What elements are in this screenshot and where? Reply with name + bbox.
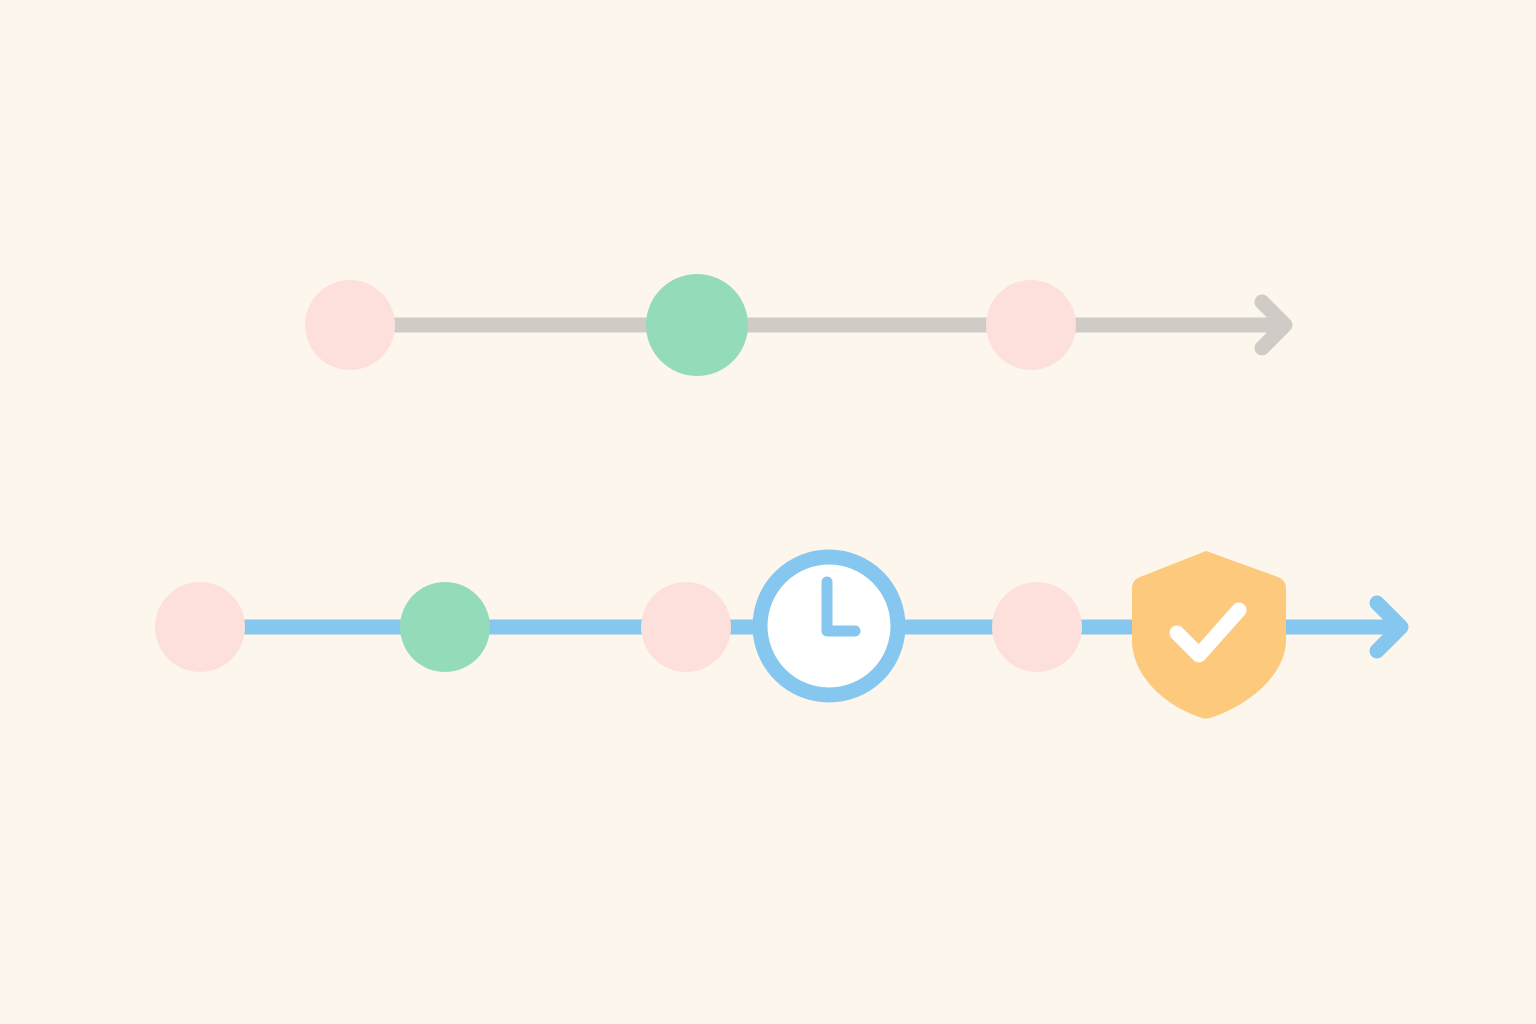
shield-check-icon: [1132, 551, 1286, 719]
clock-hands: [821, 576, 861, 637]
top-timeline: [305, 274, 1293, 376]
bottom-node-2: [400, 582, 490, 672]
bottom-node-1: [155, 582, 245, 672]
top-node-2: [646, 274, 748, 376]
check-mark: [1169, 602, 1247, 663]
top-timeline-arrowhead: [1254, 294, 1293, 356]
top-node-1: [305, 280, 395, 370]
clock-icon: [752, 549, 906, 703]
bottom-timeline-arrowhead: [1369, 595, 1409, 659]
bottom-node-3: [641, 582, 731, 672]
bottom-timeline: [155, 549, 1409, 719]
top-node-3: [986, 280, 1076, 370]
bottom-node-4: [992, 582, 1082, 672]
